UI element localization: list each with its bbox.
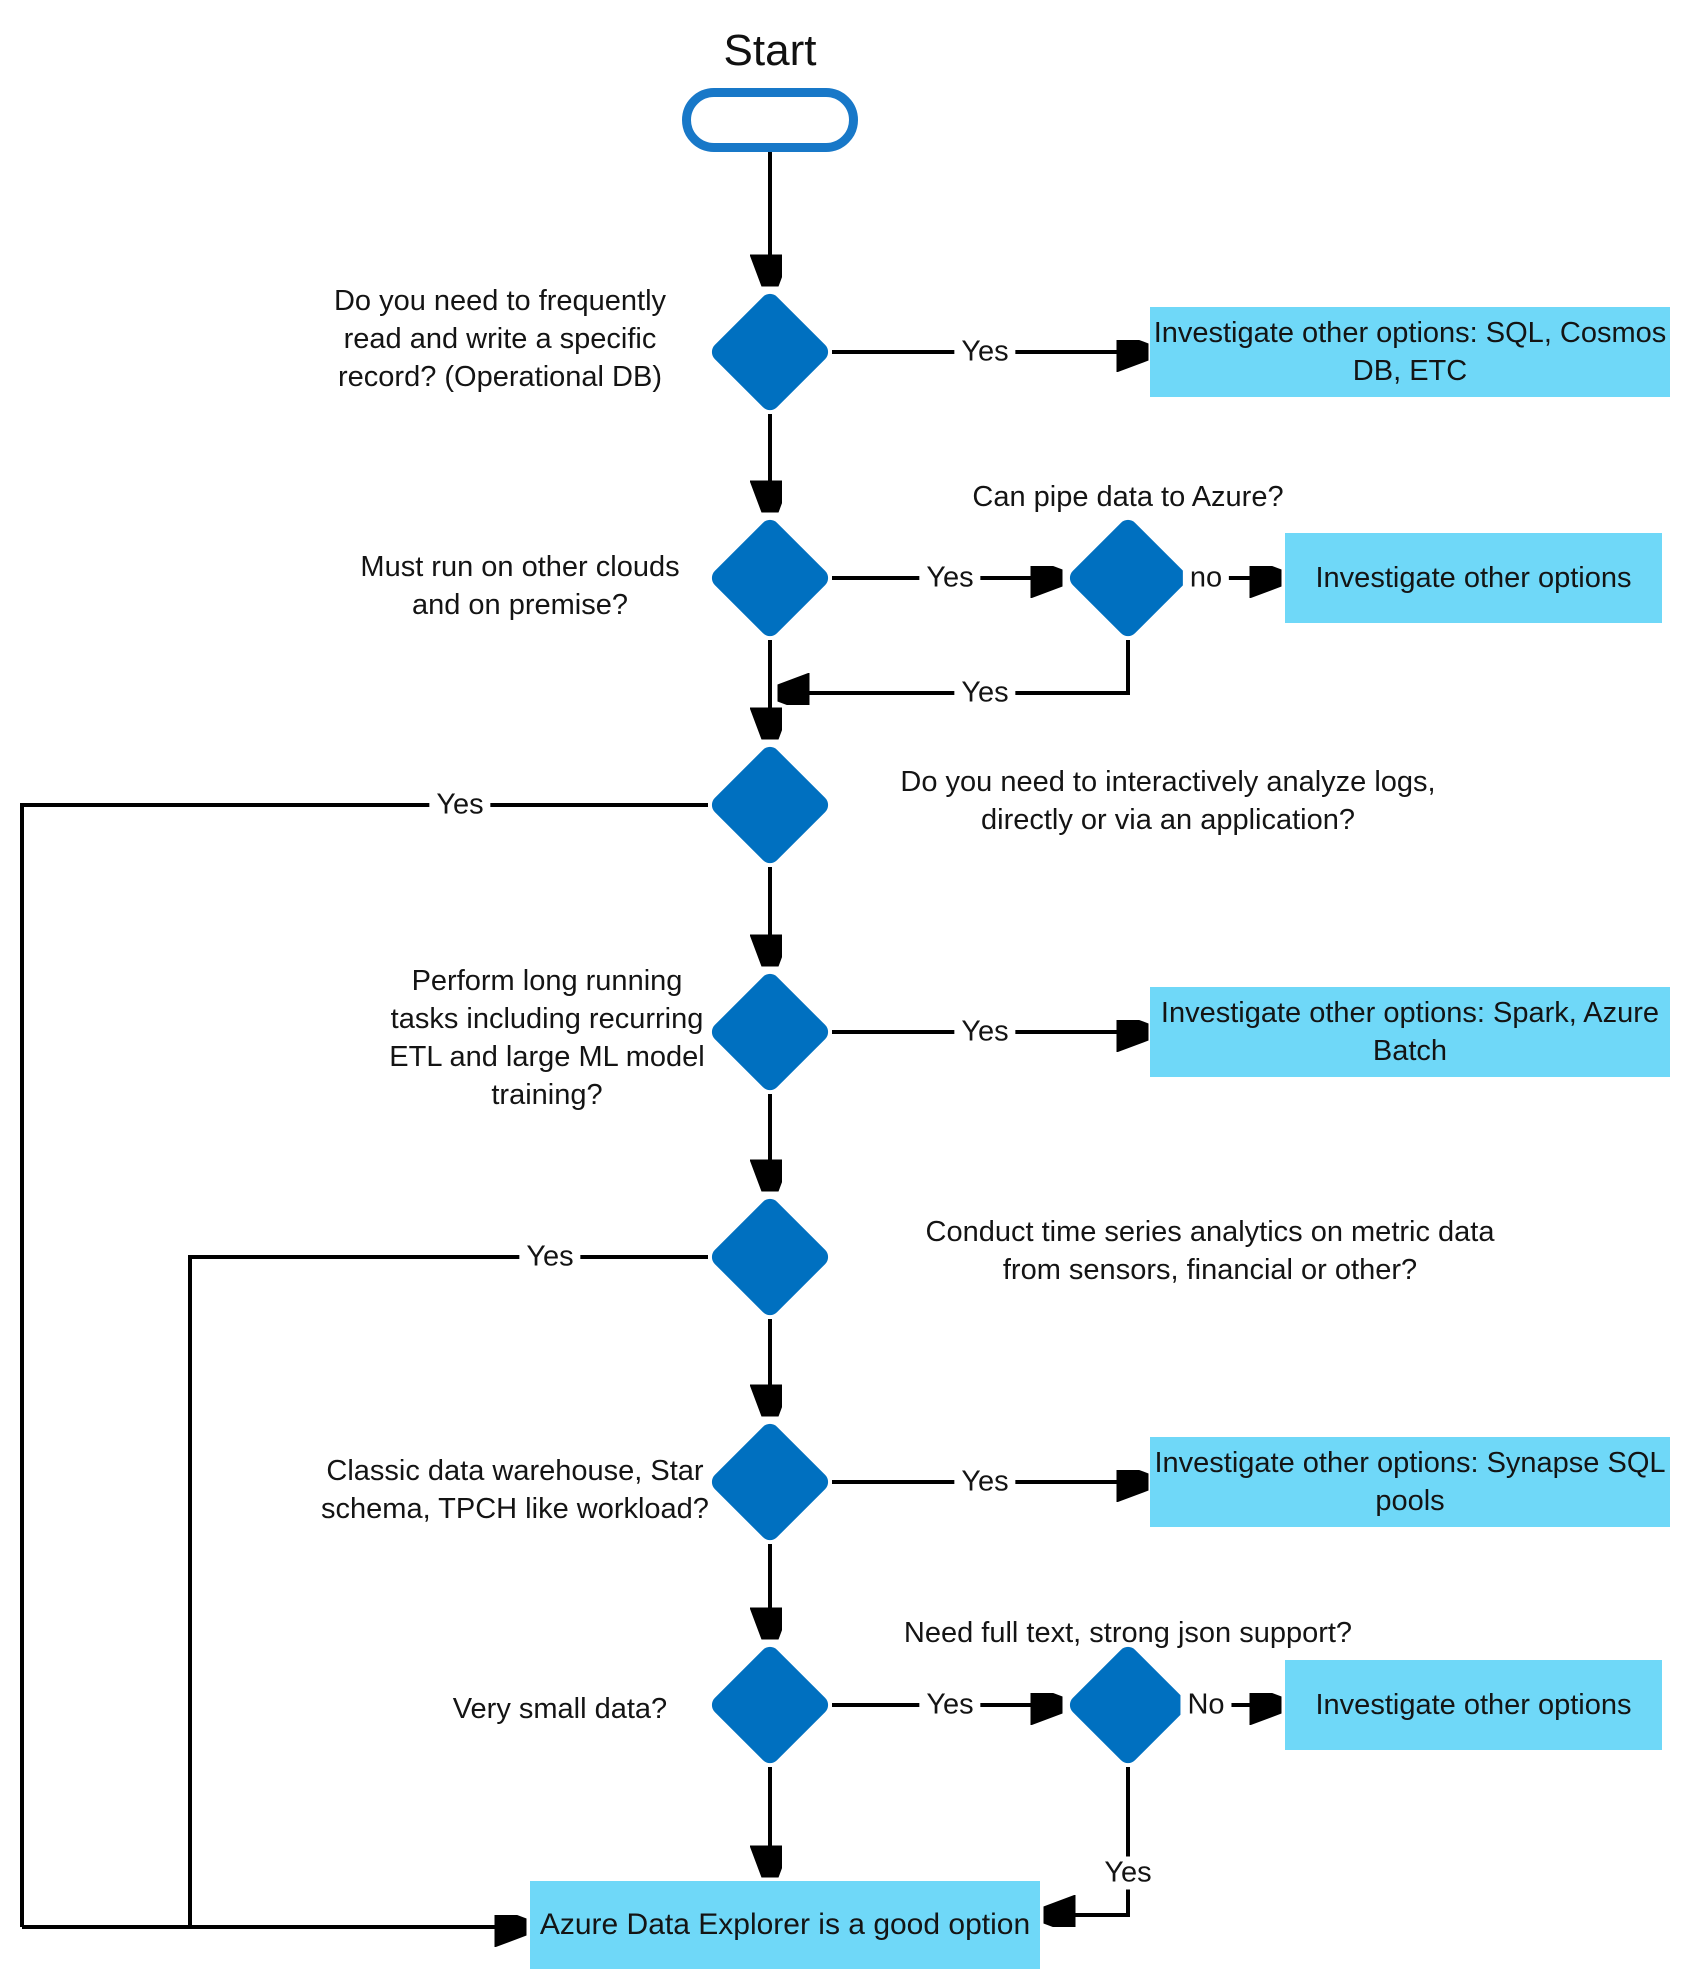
- result-box-synapse: Investigate other options: Synapse SQL p…: [1150, 1437, 1670, 1527]
- result-box-spark-batch: Investigate other options: Spark, Azure …: [1150, 987, 1670, 1077]
- q7b-label: Need full text, strong json support?: [903, 1617, 1353, 1649]
- result-box-adx-good-option: Azure Data Explorer is a good option: [530, 1881, 1040, 1969]
- edge-label-q4-yes: Yes: [954, 1015, 1016, 1049]
- q2b-label: Can pipe data to Azure?: [972, 481, 1284, 513]
- result-box-other-options-1: Investigate other options: [1285, 533, 1662, 623]
- q7-label: Very small data?: [452, 1693, 668, 1725]
- edge-q7b-yes-to-final: [1046, 1767, 1130, 1915]
- result-box-other-options-2: Investigate other options: [1285, 1660, 1662, 1750]
- result-box-sql-cosmos: Investigate other options: SQL, Cosmos D…: [1150, 307, 1670, 397]
- edge-label-q7b-yes: Yes: [1097, 1856, 1159, 1890]
- edge-label-q5-yes: Yes: [519, 1240, 581, 1274]
- q3-label: Do you need to interactively analyze log…: [900, 766, 1436, 836]
- edge-q2b-yes-merge: [780, 640, 1130, 693]
- q1-label: Do you need to frequently read and write…: [333, 285, 667, 393]
- start-node: [682, 88, 858, 152]
- edge-label-q2-yes: Yes: [919, 561, 981, 595]
- edge-q5-yes-left-rail: [188, 1255, 708, 1927]
- edge-label-q2b-yes: Yes: [954, 676, 1016, 710]
- edge-label-q1-yes: Yes: [954, 335, 1016, 369]
- edge-label-q2b-no: no: [1182, 561, 1230, 595]
- start-title: Start: [723, 26, 817, 75]
- edge-label-q7b-no: No: [1180, 1688, 1232, 1722]
- edge-label-q6-yes: Yes: [954, 1465, 1016, 1499]
- q4-label: Perform long running tasks including rec…: [389, 965, 705, 1111]
- edge-label-q7-yes: Yes: [919, 1688, 981, 1722]
- q5-label: Conduct time series analytics on metric …: [925, 1216, 1495, 1286]
- edge-label-q3-yes: Yes: [429, 788, 491, 822]
- q2-label: Must run on other clouds and on premise?: [360, 551, 680, 621]
- q6-label: Classic data warehouse, Star schema, TPC…: [321, 1455, 709, 1525]
